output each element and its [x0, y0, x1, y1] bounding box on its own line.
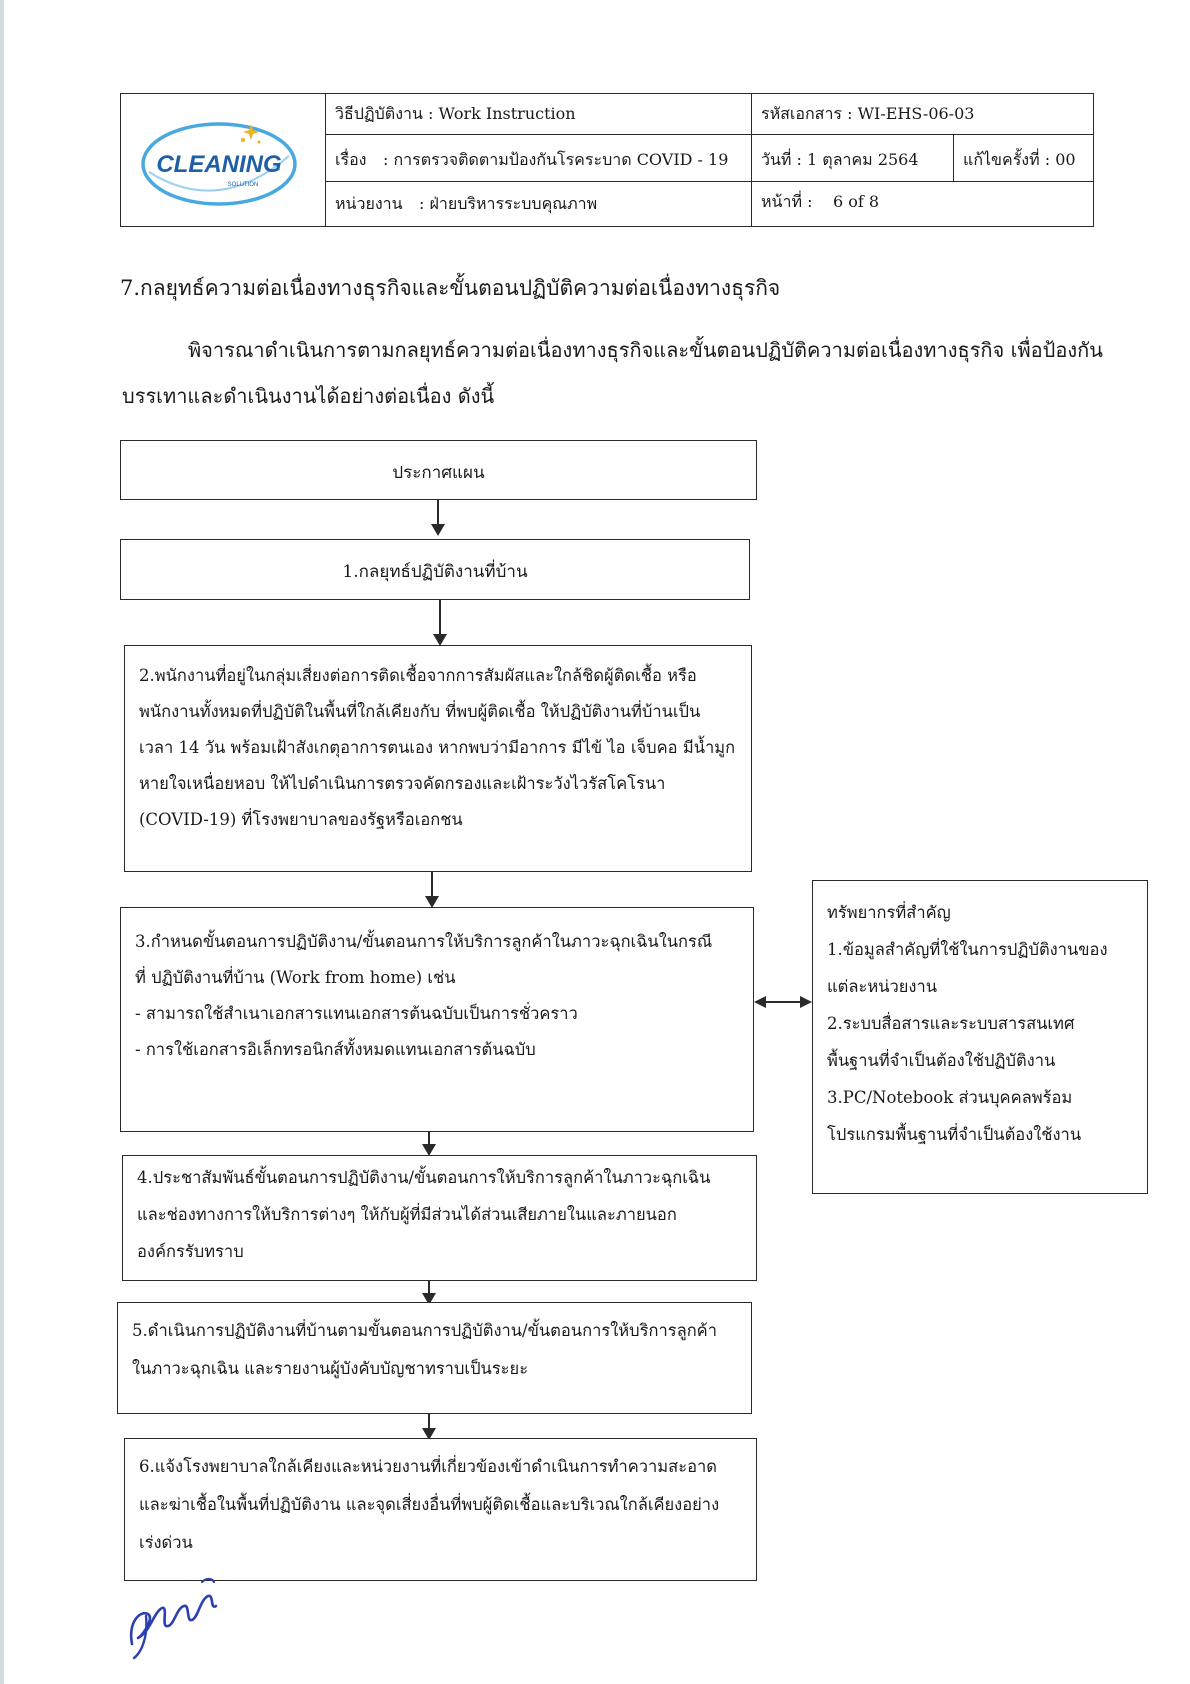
subject-value: : การตรวจติดตามป้องกันโรคระบาด COVID - 1… [383, 150, 729, 169]
procedure-label: วิธีปฏิบัติงาน : Work Instruction [335, 104, 576, 123]
step-6-box: 6.แจ้งโรงพยาบาลใกล้เคียงและหน่วยงานที่เก… [124, 1438, 757, 1581]
step-3-line: - สามารถใช้สำเนาเอกสารแทนเอกสารต้นฉบับเป… [135, 1004, 578, 1023]
resources-title: ทรัพยากรที่สำคัญ [827, 903, 951, 922]
step-2-box: 2.พนักงานที่อยู่ในกลุ่มเสี่ยงต่อการติดเช… [124, 645, 752, 872]
section-title: 7.กลยุทธ์ความต่อเนื่องทางธุรกิจและขั้นตอ… [120, 276, 781, 300]
step-2-line: หายใจเหนื่อยหอบ ให้ไปดำเนินการตรวจคัดกรอ… [139, 774, 666, 793]
document-header: CLEANING SOLUTION วิธีปฏิบัติงาน : Work … [120, 93, 1094, 227]
unit-value: : ฝ่ายบริหารระบบคุณภาพ [419, 194, 598, 213]
announce-plan-text: ประกาศแผน [392, 463, 485, 483]
resources-line: พื้นฐานที่จำเป็นต้องใช้ปฏิบัติงาน [827, 1051, 1056, 1070]
arrow-down [431, 500, 445, 536]
step-3-line: 3.กำหนดขั้นตอนการปฏิบัติงาน/ขั้นตอนการให… [135, 932, 713, 951]
step-4-line: และช่องทางการให้บริการต่างๆ ให้กับผู้ที่… [137, 1205, 677, 1224]
scan-edge [0, 0, 4, 1684]
step-1-text: 1.กลยุทธ์ปฏิบัติงานที่บ้าน [342, 562, 528, 582]
logo-text: CLEANING [156, 151, 281, 178]
document-code: รหัสเอกสาร : WI-EHS-06-03 [761, 104, 975, 123]
logo-subtext: SOLUTION [228, 182, 259, 188]
arrow-down [422, 1132, 436, 1156]
arrow-down [425, 872, 439, 908]
key-resources-box: ทรัพยากรที่สำคัญ 1.ข้อมูลสำคัญที่ใช้ในกา… [812, 880, 1148, 1194]
step-3-line: - การใช้เอกสารอิเล็กทรอนิกส์ทั้งหมดแทนเอ… [135, 1040, 536, 1059]
step-1-box: 1.กลยุทธ์ปฏิบัติงานที่บ้าน [120, 539, 750, 600]
step-2-line: 2.พนักงานที่อยู่ในกลุ่มเสี่ยงต่อการติดเช… [139, 666, 697, 685]
unit-label: หน่วยงาน [335, 194, 403, 213]
resources-line: 2.ระบบสื่อสารและระบบสารสนเทศ [827, 1014, 1075, 1033]
step-4-box: 4.ประชาสัมพันธ์ขั้นตอนการปฏิบัติงาน/ขั้น… [122, 1155, 757, 1281]
step-2-line: พนักงานทั้งหมดที่ปฏิบัติในพื้นที่ใกล้เคี… [139, 702, 701, 721]
revision-number: แก้ไขครั้งที่ : 00 [963, 150, 1076, 169]
step-3-line: ที่ ปฏิบัติงานที่บ้าน (Work from home) เ… [135, 968, 456, 987]
step-6-line: และฆ่าเชื้อในพื้นที่ปฏิบัติงาน และจุดเสี… [139, 1495, 720, 1514]
step-4-line: 4.ประชาสัมพันธ์ขั้นตอนการปฏิบัติงาน/ขั้น… [137, 1168, 711, 1187]
arrow-down [422, 1281, 436, 1305]
step-2-line: (COVID-19) ที่โรงพยาบาลของรัฐหรือเอกชน [139, 810, 463, 829]
step-5-line: 5.ดำเนินการปฏิบัติงานที่บ้านตามขั้นตอนกา… [132, 1321, 717, 1340]
double-arrow [754, 996, 812, 1008]
step-5-line: ในภาวะฉุกเฉิน และรายงานผู้บังคับบัญชาทรา… [132, 1359, 529, 1378]
page-label: หน้าที่ : [761, 192, 813, 211]
page-number: 6 of 8 [833, 192, 880, 211]
step-6-line: 6.แจ้งโรงพยาบาลใกล้เคียงและหน่วยงานที่เก… [139, 1457, 717, 1476]
resources-line: โปรแกรมพื้นฐานที่จำเป็นต้องใช้งาน [827, 1125, 1082, 1144]
step-6-line: เร่งด่วน [139, 1533, 193, 1552]
step-3-box: 3.กำหนดขั้นตอนการปฏิบัติงาน/ขั้นตอนการให… [120, 907, 754, 1132]
resources-line: 3.PC/Notebook ส่วนบุคคลพร้อม [827, 1088, 1073, 1107]
intro-line-1: พิจารณาดำเนินการตามกลยุทธ์ความต่อเนื่องท… [188, 338, 1103, 362]
intro-line-2: บรรเทาและดำเนินงานได้อย่างต่อเนื่อง ดังน… [122, 384, 495, 408]
document-date: วันที่ : 1 ตุลาคม 2564 [761, 150, 919, 169]
step-4-line: องค์กรรับทราบ [137, 1242, 244, 1261]
subject-label: เรื่อง [335, 150, 367, 169]
handwritten-signature [129, 1577, 218, 1660]
company-logo: CLEANING SOLUTION [141, 122, 297, 206]
arrow-down [422, 1414, 436, 1440]
step-5-box: 5.ดำเนินการปฏิบัติงานที่บ้านตามขั้นตอนกา… [117, 1302, 752, 1414]
step-2-line: เวลา 14 วัน พร้อมเฝ้าสังเกตุอาการตนเอง ห… [139, 738, 736, 757]
resources-line: แต่ละหน่วยงาน [827, 977, 938, 996]
sparkle-icon [241, 124, 261, 144]
arrow-down [433, 600, 447, 646]
resources-line: 1.ข้อมูลสำคัญที่ใช้ในการปฏิบัติงานของ [827, 940, 1108, 959]
announce-plan-box: ประกาศแผน [120, 440, 757, 500]
